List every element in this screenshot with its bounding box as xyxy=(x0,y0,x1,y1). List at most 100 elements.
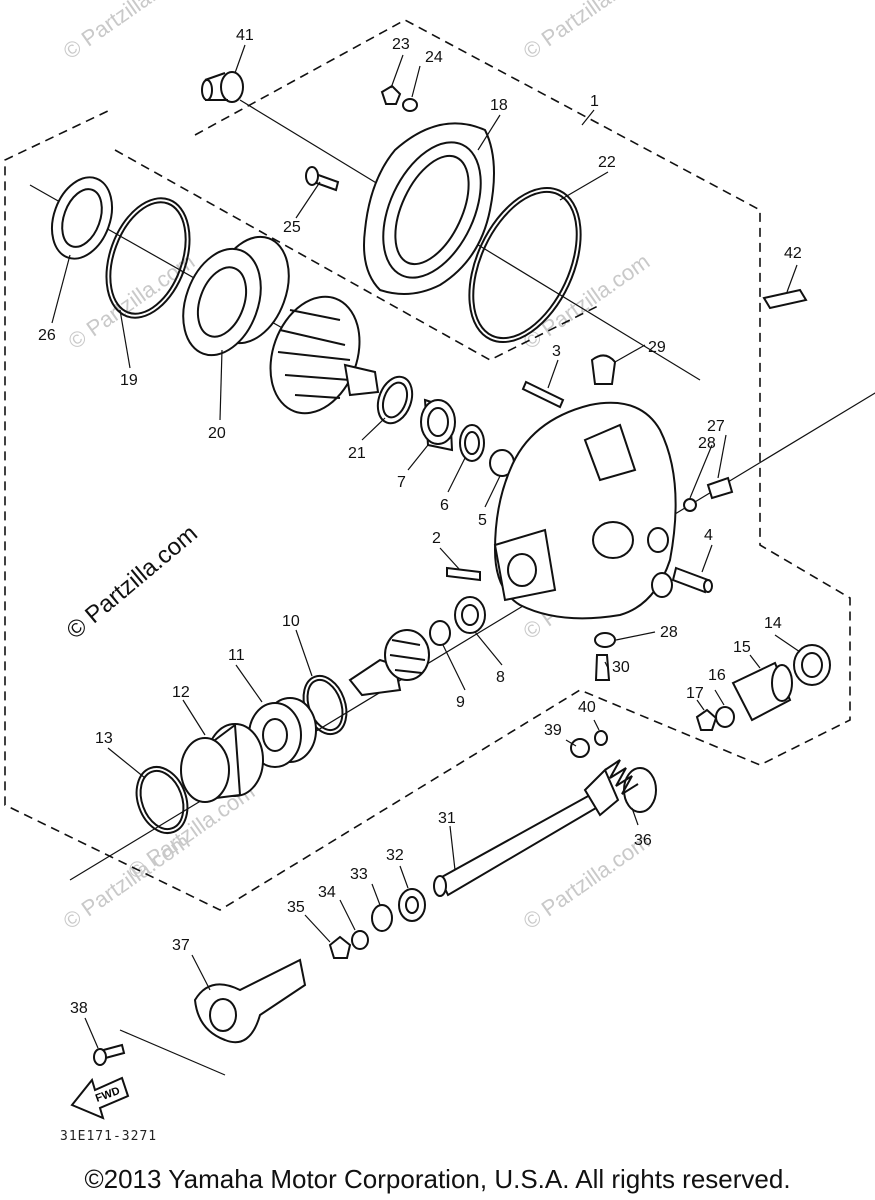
callout-12: 12 xyxy=(172,684,190,701)
callout-20: 20 xyxy=(208,425,226,442)
part-17-nut xyxy=(695,708,718,731)
part-20-bearing xyxy=(182,235,290,357)
watermark: © Partzilla.com xyxy=(519,0,655,64)
part-30-breather xyxy=(594,654,611,681)
callout-22: 22 xyxy=(598,154,616,171)
part-31-drive-shaft xyxy=(433,768,620,897)
callout-30: 30 xyxy=(612,659,630,676)
callout-13: 13 xyxy=(95,730,113,747)
part-8-bearing xyxy=(454,596,486,634)
callout-14: 14 xyxy=(764,615,782,632)
callout-36: 36 xyxy=(634,832,652,849)
callout-8: 8 xyxy=(496,669,505,686)
leader-lines xyxy=(51,44,801,1049)
part-7-bearing xyxy=(420,398,456,452)
callout-6: 6 xyxy=(440,497,449,514)
part-27-bolt xyxy=(706,476,734,500)
callout-38: 38 xyxy=(70,1000,88,1017)
callout-32: 32 xyxy=(386,847,404,864)
axis-line xyxy=(119,1029,226,1076)
part-28-gasket-lower xyxy=(594,632,616,648)
callout-15: 15 xyxy=(733,639,751,656)
drawing-code: 31E171-3271 xyxy=(60,1129,157,1144)
callout-2: 2 xyxy=(432,530,441,547)
callout-11: 11 xyxy=(228,647,245,664)
callout-18: 18 xyxy=(490,97,508,114)
callout-7: 7 xyxy=(397,474,406,491)
part-2-stud xyxy=(446,566,481,582)
callout-42: 42 xyxy=(784,245,802,262)
part-13-o-ring xyxy=(135,766,189,834)
callout-31: 31 xyxy=(438,810,456,827)
callout-17: 17 xyxy=(686,685,704,702)
part-41-dowel xyxy=(201,71,244,103)
part-22-o-ring xyxy=(468,186,582,344)
assembly-outline-inner xyxy=(114,149,601,361)
part-34-washer xyxy=(351,930,369,950)
part-37-yoke xyxy=(193,958,307,1044)
part-1-housing xyxy=(493,401,677,620)
callout-labels: 41 23 24 18 1 22 25 42 26 19 3 29 20 21 … xyxy=(38,27,802,1017)
callout-29: 29 xyxy=(648,339,666,356)
fwd-arrow-icon: FWD xyxy=(70,1076,130,1120)
assembly-outline xyxy=(4,19,851,911)
part-32-bearing xyxy=(398,888,426,922)
watermark: © Partzilla.com xyxy=(519,249,655,355)
part-25-bolt xyxy=(305,166,340,192)
part-35-nut xyxy=(328,935,352,959)
callout-9: 9 xyxy=(456,694,465,711)
part-42-label xyxy=(762,288,808,310)
callout-5: 5 xyxy=(478,512,487,529)
part-11-bearing xyxy=(248,697,317,768)
callout-27: 27 xyxy=(707,418,725,435)
callout-16: 16 xyxy=(708,667,726,684)
part-33-washer xyxy=(371,904,393,932)
part-9-collar xyxy=(429,620,451,646)
exploded-parts-diagram: © Partzilla.com © Partzilla.com © Partzi… xyxy=(4,0,875,1144)
part-pinion-gear xyxy=(348,629,430,697)
callout-35: 35 xyxy=(287,899,305,916)
callout-40: 40 xyxy=(578,699,596,716)
watermark: © Partzilla.com xyxy=(62,520,203,645)
part-24-washer xyxy=(402,98,418,112)
part-18-bearing-retainer xyxy=(363,122,495,295)
part-21-shim xyxy=(376,375,414,425)
part-39-washer xyxy=(570,738,590,758)
part-14-oil-seal xyxy=(793,644,831,686)
callout-24: 24 xyxy=(425,49,443,66)
copyright-notice: ©2013 Yamaha Motor Corporation, U.S.A. A… xyxy=(84,1164,791,1194)
part-16-washer xyxy=(715,706,735,728)
part-36-spring xyxy=(604,759,657,813)
callout-19: 19 xyxy=(120,372,138,389)
callout-23: 23 xyxy=(392,36,410,53)
callout-39: 39 xyxy=(544,722,562,739)
callout-33: 33 xyxy=(350,866,368,883)
part-28-gasket-upper xyxy=(683,498,697,512)
part-38-bolt xyxy=(93,1043,126,1066)
callout-1: 1 xyxy=(590,93,599,110)
callout-21: 21 xyxy=(348,445,366,462)
part-15-cap xyxy=(731,661,793,722)
watermark: © Partzilla.com xyxy=(59,0,195,64)
callout-4: 4 xyxy=(704,527,713,544)
callout-26: 26 xyxy=(38,327,56,344)
axis-line xyxy=(69,392,875,881)
callout-25: 25 xyxy=(283,219,301,236)
part-12-bearing-housing xyxy=(180,723,264,803)
callout-28-lower: 28 xyxy=(660,624,678,641)
watermark: © Partzilla.com xyxy=(64,249,200,355)
callout-28: 28 xyxy=(698,435,716,452)
callout-10: 10 xyxy=(282,613,300,630)
part-19-o-ring xyxy=(105,197,191,319)
callout-34: 34 xyxy=(318,884,336,901)
callout-41: 41 xyxy=(236,27,254,44)
part-3-pin xyxy=(521,380,565,409)
part-23-nut xyxy=(380,84,402,105)
part-ring-gear xyxy=(269,295,380,415)
part-29-cap xyxy=(590,354,617,385)
callout-3: 3 xyxy=(552,343,561,360)
part-6-shim xyxy=(459,424,485,462)
callout-37: 37 xyxy=(172,937,190,954)
part-40-clip xyxy=(594,730,608,746)
part-4-stud xyxy=(671,566,713,594)
